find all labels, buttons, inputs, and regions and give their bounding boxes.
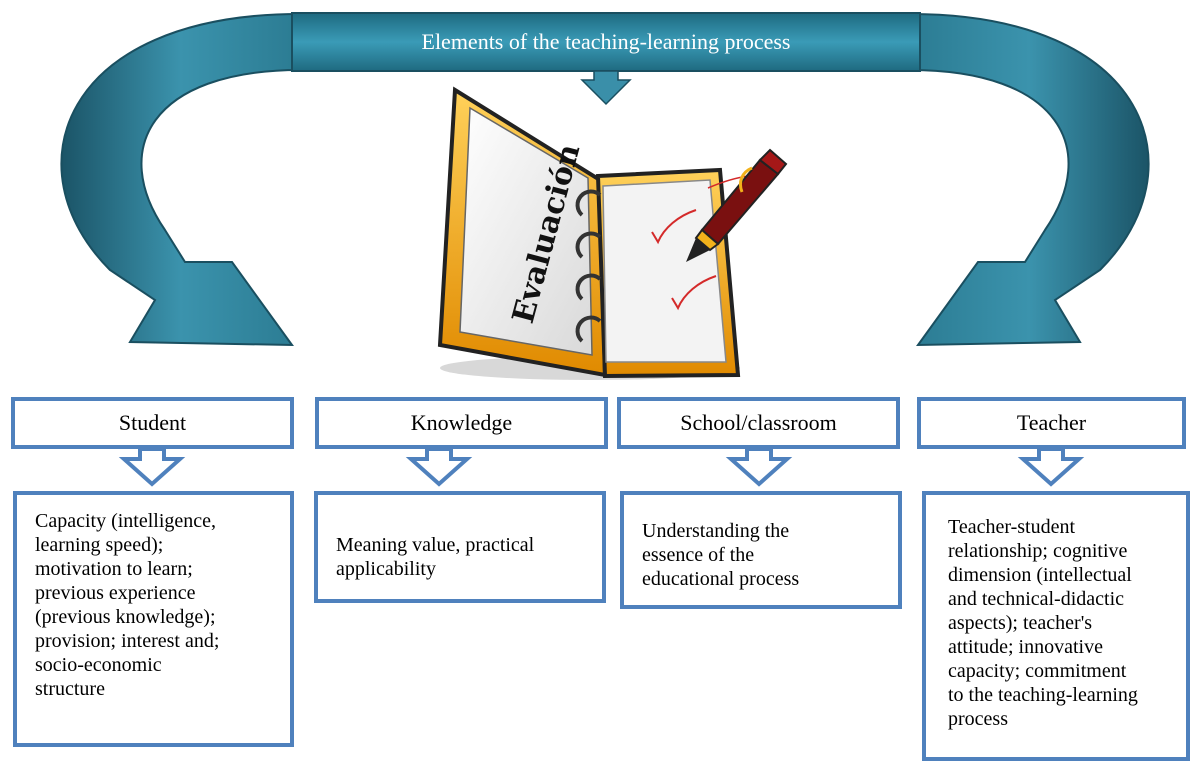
knowledge-description-line: Meaning value, practical (336, 534, 535, 556)
student-description-line: provision; interest and; (35, 630, 220, 652)
school-classroom-header: School/classroom (617, 397, 900, 449)
teacher-description-line: aspects); teacher's (948, 612, 1093, 634)
teacher-description-line: to the teaching-learning (948, 684, 1138, 706)
school-classroom-description-line: Understanding the (642, 520, 790, 542)
teacher-description-line: attitude; innovative (948, 636, 1103, 658)
student-description-line: (previous knowledge); (35, 606, 216, 628)
student-description-line: socio-economic (35, 654, 162, 676)
banner-down-arrow (580, 70, 632, 106)
teacher-description-line: Teacher-student (948, 516, 1076, 538)
knowledge-header: Knowledge (315, 397, 608, 449)
student-description-line: Capacity (intelligence, (35, 510, 217, 532)
teacher-description-line: and technical-didactic (948, 588, 1125, 610)
knowledge-description-line: applicability (336, 558, 436, 580)
teacher-header: Teacher (917, 397, 1186, 449)
school-classroom-description-line: essence of the (642, 544, 755, 566)
school-classroom-description: Understanding the essence of the educati… (620, 491, 902, 609)
book-label: Evaluación (506, 140, 584, 327)
pen-icon (686, 148, 788, 262)
student-description: Capacity (intelligence, learning speed);… (13, 491, 294, 747)
student-down-arrow (118, 447, 186, 487)
diagram-title: Elements of the teaching-learning proces… (421, 29, 791, 54)
book-label-text: Evaluación (506, 140, 584, 327)
school-down-arrow (725, 447, 793, 487)
student-header: Student (11, 397, 294, 449)
teacher-description-line: relationship; cognitive (948, 540, 1128, 562)
evaluation-book-icon (437, 86, 788, 380)
student-description-line: motivation to learn; (35, 558, 193, 580)
knowledge-description: Meaning value, practical applicability (314, 491, 606, 603)
school-classroom-description-line: educational process (642, 568, 800, 590)
student-description-line: previous experience (35, 582, 196, 604)
teacher-down-arrow (1017, 447, 1085, 487)
left-curved-arrow (60, 12, 301, 347)
right-curved-arrow (909, 12, 1150, 347)
knowledge-down-arrow (405, 447, 473, 487)
student-description-line: learning speed); (35, 534, 164, 556)
title-banner-shape (291, 12, 921, 72)
teacher-description-line: capacity; commitment (948, 660, 1127, 682)
teacher-description-line: dimension (intellectual (948, 564, 1132, 586)
teacher-description: Teacher-student relationship; cognitive … (922, 491, 1190, 761)
teacher-description-line: process (948, 708, 1008, 730)
student-description-line: structure (35, 678, 105, 700)
